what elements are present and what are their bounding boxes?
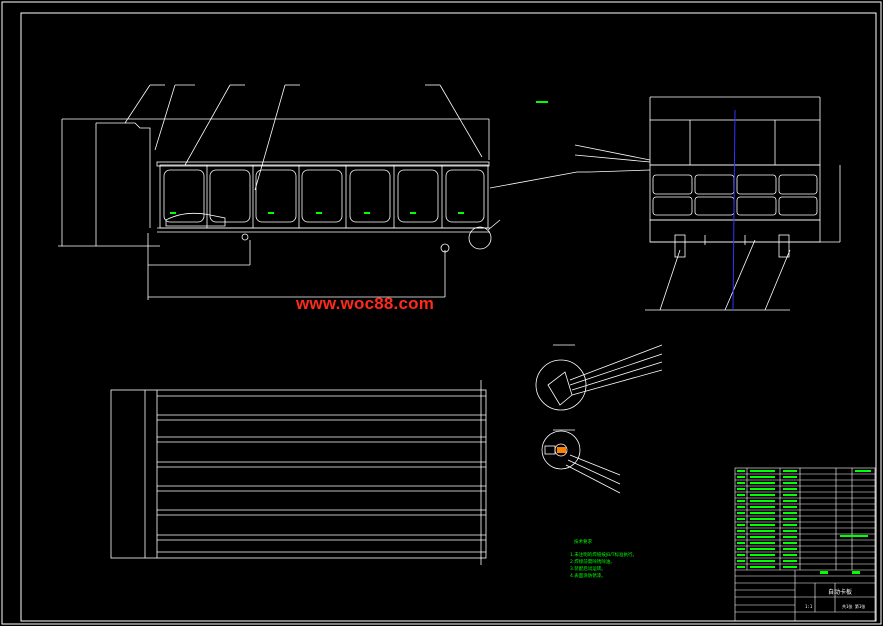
notes-line-4: 4.表面涂防锈漆。 [570,572,606,579]
side-view [574,96,841,311]
drawing-sheet: 共1张 第1张 [842,603,865,609]
top-view [110,380,487,565]
notes-line-1: 1.未注明的焊缝按JB/T标准执行。 [570,551,637,558]
front-cells [163,165,485,228]
bom-text-marks [737,470,871,574]
detail-views [535,344,663,494]
center-line [732,109,736,311]
front-view [58,84,590,300]
detail-hatch [557,447,566,453]
technical-notes: 技术要求 1.未注明的焊缝按JB/T标准执行。 2.焊接前需除锈除油。 3.装配… [570,538,637,579]
side-cells [652,174,818,216]
title-block [734,467,876,622]
notes-title: 技术要求 [574,538,592,545]
drawing-name: 自动卡板 [828,588,852,596]
notes-line-3: 3.装配后试运转。 [570,565,606,572]
drawing-frame [20,12,877,622]
notes-line-2: 2.焊接前需除锈除油。 [570,558,615,565]
watermark-text: www.woc88.com [296,294,435,313]
drawing-scale: 1:1 [805,604,813,609]
green-marks [170,101,548,214]
